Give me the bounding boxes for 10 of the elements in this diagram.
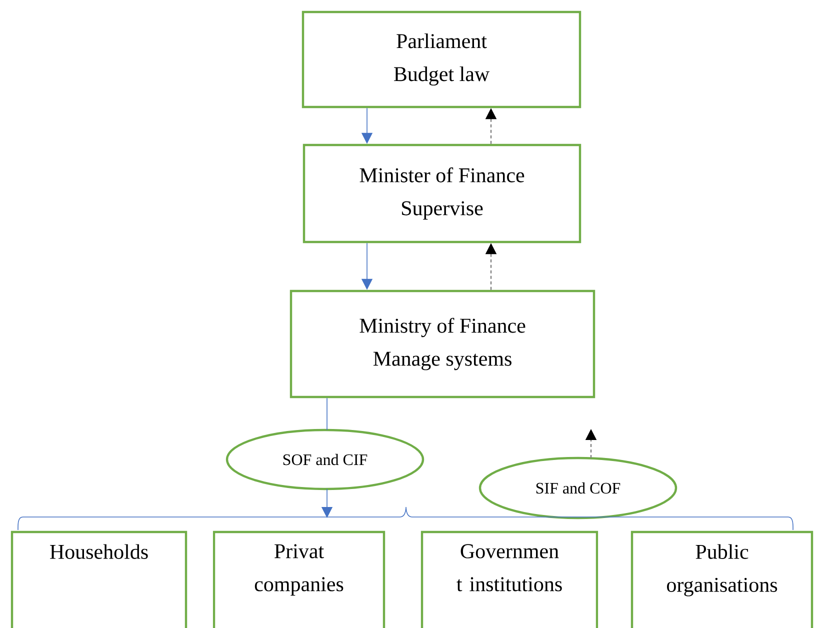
- oval-node: SIF and COF: [478, 456, 678, 520]
- category-box: Households: [10, 530, 188, 628]
- category-box: Public organisations: [630, 530, 814, 628]
- process-box: Parliament Budget law: [302, 10, 582, 108]
- brace: [18, 506, 794, 530]
- oval-node: SOF and CIF: [226, 428, 424, 490]
- category-box: Governmen t institutions: [420, 530, 598, 628]
- process-box: Minister of Finance Supervise: [302, 144, 582, 244]
- process-box: Ministry of Finance Manage systems: [290, 290, 596, 398]
- category-box: Privat companies: [212, 530, 386, 628]
